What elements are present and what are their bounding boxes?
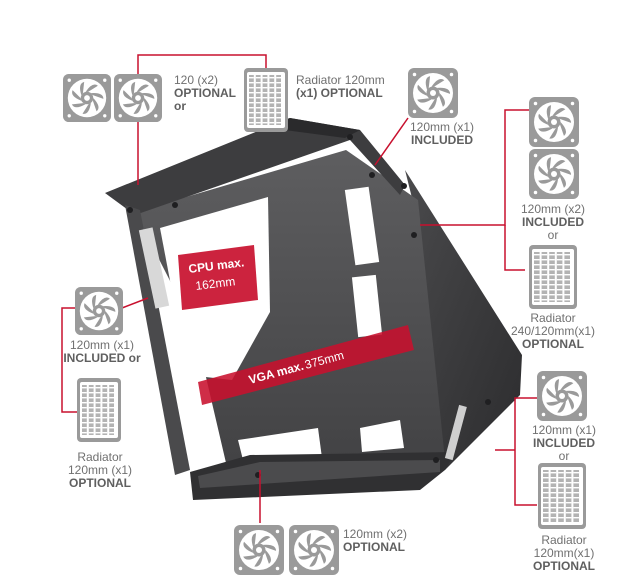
rear-fan-icon (408, 68, 458, 118)
top-radiator-label: Radiator 120mm (x1) OPTIONAL (296, 74, 385, 100)
icon-layer (63, 68, 587, 575)
bottom-rail (198, 460, 440, 488)
right-top-radiator-icon (529, 245, 577, 309)
right-bottom-fan-label: 120mm (x1) INCLUDED or (518, 424, 610, 463)
top-fan-icon-2 (114, 74, 162, 122)
left-radiator-title: Radiator (77, 450, 123, 464)
right-top-fan-icon-2 (529, 149, 579, 199)
bottom-fan-icon-2 (289, 525, 339, 575)
top-fans-qty: 120 (x2) (174, 73, 219, 87)
cable-cutout (351, 274, 383, 338)
right-bottom-callout-line (514, 397, 538, 506)
right-bottom-radiator-label: Radiator 120mm(x1) OPTIONAL (518, 534, 610, 573)
left-radiator-label: Radiator 120mm (x1) OPTIONAL (49, 451, 151, 490)
bottom-fans-label: 120mm (x2) OPTIONAL (343, 528, 407, 554)
right-bottom-radiator-icon (538, 463, 586, 529)
front-frame (125, 205, 190, 475)
bottom-fans-status: OPTIONAL (343, 540, 405, 554)
right-bottom-radiator-status: OPTIONAL (533, 559, 595, 573)
rear-callout-line (374, 117, 409, 166)
top-fans-or: or (174, 99, 186, 113)
right-bottom-radiator-title: Radiator (541, 533, 587, 547)
bottom-fan-icon-1 (234, 525, 284, 575)
right-top-radiator-size: 240/120mm(x1) (510, 324, 596, 338)
right-top-fans-qty: 120mm (x2) (520, 202, 585, 216)
cable-cutout (344, 186, 380, 266)
cpu-clearance-label: CPU max. 162mm (178, 245, 258, 310)
right-bottom-radiator-size: 120mm(x1) (533, 546, 595, 560)
top-frame (105, 118, 405, 215)
left-fan-label: 120mm (x1) INCLUDED or (51, 339, 153, 365)
front-fan-mount (138, 227, 170, 309)
case-chassis (105, 118, 522, 500)
left-fan-icon (75, 287, 123, 335)
psu-cutout (360, 420, 404, 452)
right-top-rad-link (504, 225, 525, 271)
left-fan-qty: 120mm (x1) (69, 338, 134, 352)
bottom-fans-qty: 120mm (x2) (343, 527, 408, 541)
left-radiator-icon (77, 378, 121, 442)
top-fans-status: OPTIONAL (174, 86, 236, 100)
top-radiator-size: Radiator 120mm (296, 73, 385, 87)
right-bottom-fan-status: INCLUDED (533, 436, 595, 450)
top-fan-icon-1 (63, 74, 111, 122)
top-radiator-icon (244, 68, 288, 132)
right-bottom-fan-or: or (558, 449, 570, 463)
right-top-fans-status: INCLUDED (522, 215, 584, 229)
right-top-radiator-status: OPTIONAL (522, 337, 584, 351)
rear-fan-label: 120mm (x1) INCLUDED (396, 121, 488, 147)
rear-fan-status: INCLUDED (411, 133, 473, 147)
left-radiator-size: 120mm (x1) (67, 463, 132, 477)
right-bottom-fan-icon (537, 371, 587, 421)
left-callout-line (121, 297, 149, 309)
right-top-fan-icon-1 (529, 97, 579, 147)
right-top-radiator-label: Radiator 240/120mm(x1) OPTIONAL (497, 312, 609, 351)
left-radiator-status: OPTIONAL (69, 476, 131, 490)
right-top-radiator-title: Radiator (530, 311, 576, 325)
cpu-max-value: 162mm (195, 274, 236, 293)
cpu-max-prefix: CPU max. (188, 255, 245, 276)
right-top-fans-label: 120mm (x2) INCLUDED or (507, 203, 599, 242)
left-fan-status: INCLUDED or (63, 351, 141, 365)
rear-fan-qty: 120mm (x1) (409, 120, 474, 134)
right-top-fans-or: or (547, 228, 559, 242)
right-glass-edge (444, 404, 467, 461)
top-radiator-qty: (x1) OPTIONAL (296, 86, 383, 100)
top-fans-label: 120 (x2) OPTIONAL or (174, 74, 236, 113)
vga-clearance-label: VGA max. 375mm (198, 325, 414, 405)
right-bottom-fan-qty: 120mm (x1) (531, 423, 596, 437)
